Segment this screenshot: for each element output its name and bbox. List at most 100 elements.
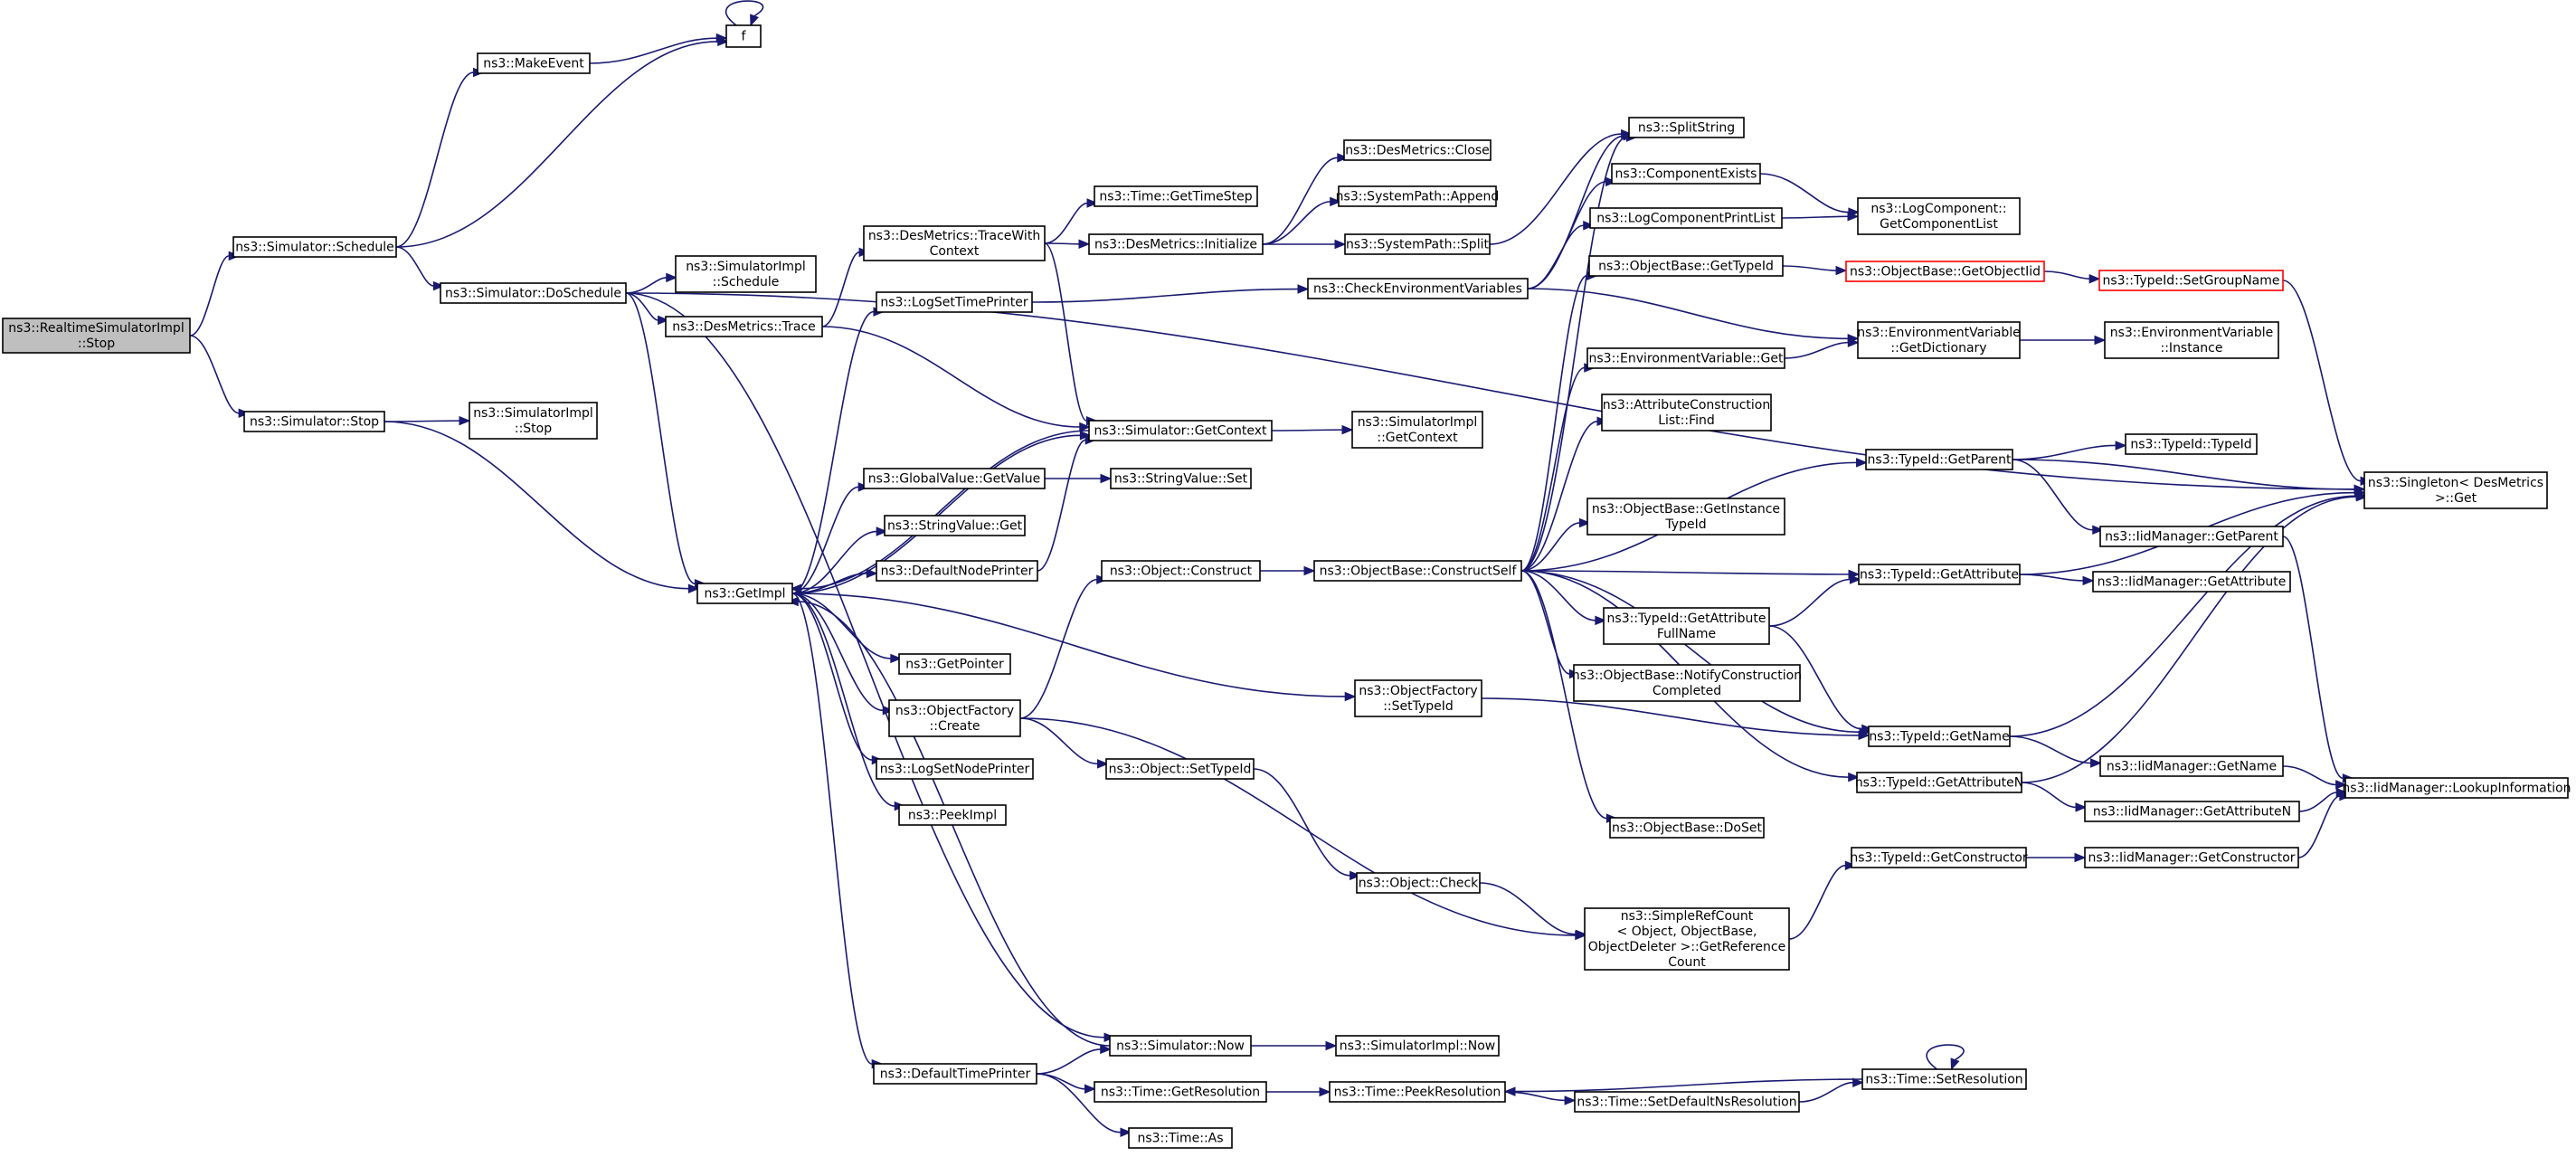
edge-line — [791, 593, 1346, 697]
edge-desm-tracewith-to-time-gettimestep — [1044, 198, 1099, 244]
node-typeid-getname[interactable]: ns3::TypeId::GetName — [1868, 725, 2011, 747]
edge-time-setres-to-time-setres — [1926, 1044, 1965, 1071]
node-compexists[interactable]: ns3::ComponentExists — [1611, 163, 1761, 185]
node-getimpl[interactable]: ns3::GetImpl — [696, 583, 793, 604]
node-typeid-typeid[interactable]: ns3::TypeId::TypeId — [2125, 433, 2258, 455]
node-sim-now[interactable]: ns3::Simulator::Now — [1109, 1035, 1252, 1057]
node-gv-getvalue[interactable]: ns3::GlobalValue::GetValue — [863, 468, 1046, 489]
node-sim-stop[interactable]: ns3::Simulator::Stop — [243, 411, 385, 432]
node-simimpl-schedule[interactable]: ns3::SimulatorImpl::Schedule — [675, 255, 817, 293]
node-iidm-getname[interactable]: ns3::IidManager::GetName — [2099, 755, 2284, 777]
node-label: ns3::Time::PeekResolution — [1334, 1086, 1501, 1100]
node-sim-schedule[interactable]: ns3::Simulator::Schedule — [232, 236, 397, 258]
edge-line — [791, 530, 877, 594]
node-peekimpl[interactable]: ns3::PeekImpl — [898, 804, 1007, 826]
node-envvar-getdict[interactable]: ns3::EnvironmentVariable::GetDictionary — [1857, 321, 2021, 359]
node-typeid-getconstr[interactable]: ns3::TypeId::GetConstructor — [1850, 847, 2028, 868]
node-box — [440, 282, 627, 304]
node-typeid-getattrn[interactable]: ns3::TypeId::GetAttributeN — [1855, 772, 2023, 793]
node-typeid-getattr[interactable]: ns3::TypeId::GetAttribute — [1858, 564, 2021, 585]
edge-root-to-sim-stop — [189, 335, 251, 418]
node-time-setres[interactable]: ns3::Time::SetResolution — [1861, 1068, 2027, 1090]
node-typeid-getparent[interactable]: ns3::TypeId::GetParent — [1865, 449, 2013, 470]
node-simimpl-stop[interactable]: ns3::SimulatorImpl::Stop — [469, 402, 598, 440]
node-iidm-getparent[interactable]: ns3::IidManager::GetParent — [2099, 526, 2284, 547]
node-obj-construct[interactable]: ns3::Object::Construct — [1101, 560, 1261, 582]
node-typeid-setgroup[interactable]: ns3::TypeId::SetGroupName — [2098, 270, 2284, 291]
node-iidm-lookup[interactable]: ns3::IidManager::LookupInformation — [2342, 777, 2571, 799]
node-desm-close[interactable]: ns3::DesMetrics::Close — [1343, 139, 1492, 161]
node-obj-check[interactable]: ns3::Object::Check — [1356, 872, 1481, 894]
node-label: ns3::TypeId::GetAttribute — [1860, 568, 2019, 583]
edge-line — [724, 0, 764, 26]
node-singleton-get[interactable]: ns3::Singleton< DesMetrics >::Get — [2363, 471, 2548, 509]
edge-desm-tracewith-to-desm-init — [1044, 239, 1091, 250]
node-iidm-getattr[interactable]: ns3::IidManager::GetAttribute — [2092, 571, 2291, 593]
node-logsettime[interactable]: ns3::LogSetTimePrinter — [876, 291, 1033, 313]
node-label: ns3::GlobalValue::GetValue — [868, 472, 1040, 487]
node-label: ns3::Object::Check — [1359, 877, 1479, 891]
node-objbase-construct[interactable]: ns3::ObjectBase::ConstructSelf — [1313, 560, 1522, 582]
node-syspath-append[interactable]: ns3::SystemPath::Append — [1336, 185, 1500, 207]
node-simimpl-getcontext[interactable]: ns3::SimulatorImpl::GetContext — [1351, 411, 1483, 449]
node-label: ns3::SimpleRefCount — [1621, 909, 1754, 924]
edge-line — [625, 292, 696, 585]
edge-time-getres-to-time-peekres — [1266, 1086, 1331, 1097]
edge-arrowhead — [1847, 212, 1860, 222]
edge-objfactory-create-to-obj-settypeid — [1019, 717, 1109, 769]
node-envvar-instance[interactable]: ns3::EnvironmentVariable::Instance — [2104, 321, 2279, 359]
node-strval-set[interactable]: ns3::StringValue::Set — [1110, 468, 1252, 489]
node-desm-trace[interactable]: ns3::DesMetrics::Trace — [665, 316, 823, 337]
node-obj-settypeid[interactable]: ns3::Object::SetTypeId — [1105, 758, 1255, 780]
node-deftimeprinter[interactable]: ns3::DefaultTimePrinter — [873, 1063, 1037, 1085]
node-label: ns3::Simulator::Stop — [250, 415, 379, 430]
edge-getimpl-to-logsettime — [791, 307, 886, 594]
node-f[interactable]: f — [725, 24, 762, 48]
node-getpointer[interactable]: ns3::GetPointer — [898, 653, 1011, 675]
node-iidm-getconstr[interactable]: ns3::IidManager::GetConstructor — [2084, 847, 2299, 868]
node-box — [1601, 394, 1772, 432]
node-objbase-getobjiid[interactable]: ns3::ObjectBase::GetObjectIid — [1845, 261, 2045, 282]
node-splitstring[interactable]: ns3::SplitString — [1628, 117, 1745, 138]
node-label: ns3::LogComponentPrintList — [1596, 212, 1776, 226]
node-logcomp-getlist[interactable]: ns3::LogComponent::GetComponentList — [1857, 197, 2021, 235]
node-root[interactable]: ns3::RealtimeSimulatorImpl::Stop — [2, 318, 191, 354]
node-desm-init[interactable]: ns3::DesMetrics::Initialize — [1088, 233, 1264, 255]
node-strval-get[interactable]: ns3::StringValue::Get — [884, 515, 1026, 536]
node-time-as[interactable]: ns3::Time::As — [1128, 1127, 1233, 1149]
node-objbase-doset[interactable]: ns3::ObjectBase::DoSet — [1609, 817, 1765, 839]
edge-line — [2282, 280, 2362, 482]
node-make-event[interactable]: ns3::MakeEvent — [477, 52, 591, 74]
node-objbase-notify[interactable]: ns3::ObjectBase::NotifyConstructionCompl… — [1572, 664, 1802, 702]
edge-arrowhead — [1861, 724, 1873, 735]
node-label: ns3::IidManager::LookupInformation — [2342, 782, 2571, 796]
node-label: ns3::IidManager::GetAttribute — [2098, 575, 2287, 590]
node-box — [1094, 1081, 1267, 1103]
node-objfactory-settypeid[interactable]: ns3::ObjectFactory::SetTypeId — [1354, 679, 1482, 717]
node-objfactory-create[interactable]: ns3::ObjectFactory::Create — [888, 699, 1021, 737]
node-time-getres[interactable]: ns3::Time::GetResolution — [1094, 1081, 1267, 1103]
node-time-gettimestep[interactable]: ns3::Time::GetTimeStep — [1094, 185, 1258, 207]
edge-line — [189, 255, 230, 337]
node-sim-getcontext[interactable]: ns3::Simulator::GetContext — [1088, 420, 1273, 441]
node-time-setdefns[interactable]: ns3::Time::SetDefaultNsResolution — [1574, 1091, 1800, 1113]
node-syspath-split[interactable]: ns3::SystemPath::Split — [1344, 233, 1491, 255]
node-sim-doschedule[interactable]: ns3::Simulator::DoSchedule — [440, 282, 627, 304]
edge-obj-construct-to-objbase-construct — [1259, 565, 1316, 576]
node-label: ns3::TypeId::SetGroupName — [2102, 274, 2279, 289]
node-logsetnode[interactable]: ns3::LogSetNodePrinter — [876, 758, 1034, 780]
node-objbase-gettypeid[interactable]: ns3::ObjectBase::GetTypeId — [1588, 255, 1784, 277]
node-simimpl-now[interactable]: ns3::SimulatorImpl::Now — [1335, 1035, 1500, 1057]
node-logcompprint[interactable]: ns3::LogComponentPrintList — [1589, 207, 1783, 229]
node-time-peekres[interactable]: ns3::Time::PeekResolution — [1329, 1081, 1506, 1103]
node-iidm-getattrn[interactable]: ns3::IidManager::GetAttributeN — [2084, 801, 2300, 822]
node-defnodeprinter[interactable]: ns3::DefaultNodePrinter — [876, 560, 1038, 582]
node-simplerefcount[interactable]: ns3::SimpleRefCount< Object, ObjectBase,… — [1584, 907, 1790, 971]
node-check-env[interactable]: ns3::CheckEnvironmentVariables — [1307, 278, 1529, 299]
node-envvar-get[interactable]: ns3::EnvironmentVariable::Get — [1586, 347, 1785, 369]
edge-arrowhead — [1120, 1127, 1132, 1137]
